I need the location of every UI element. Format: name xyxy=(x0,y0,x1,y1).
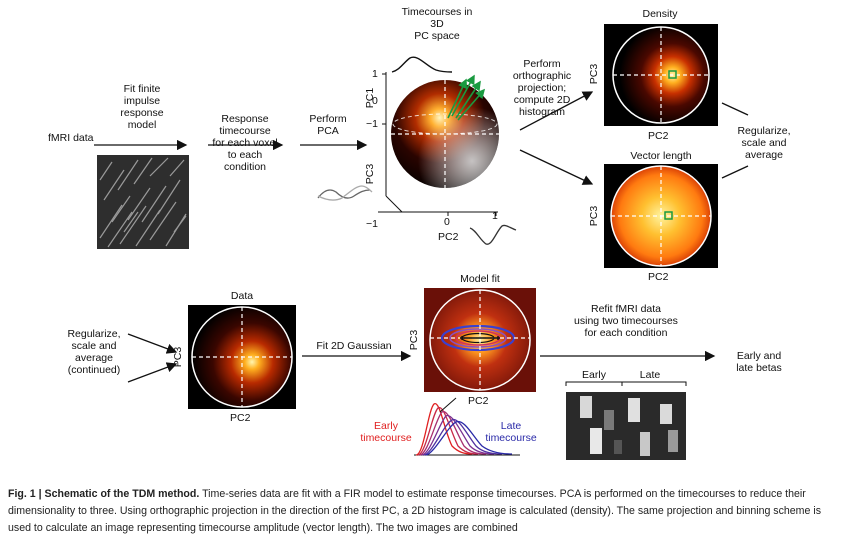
vector-length-image xyxy=(604,164,718,268)
betas-image xyxy=(566,392,686,460)
label-early: Early xyxy=(582,369,606,381)
pc1-timecourse xyxy=(391,56,453,73)
axis-vector-pc2: PC2 xyxy=(648,271,669,283)
label-data: Data xyxy=(230,290,254,302)
pc3-timecourse-b xyxy=(317,185,373,201)
axis-model-pc2: PC2 xyxy=(468,395,489,407)
label-late: Late xyxy=(639,369,661,381)
density-image xyxy=(604,24,718,126)
line-vector-regularize xyxy=(721,165,749,179)
axis-pc3-3d: PC3 xyxy=(364,163,377,185)
axis-data-pc3: PC3 xyxy=(172,346,185,368)
model-fit-image xyxy=(424,288,536,392)
axis-density-pc3: PC3 xyxy=(588,63,601,85)
label-fit-gaussian: Fit 2D Gaussian xyxy=(316,340,392,352)
pc2-timecourse xyxy=(469,224,517,245)
tick-pc2-m1: −1 xyxy=(366,218,378,230)
tick-pc1-0: 0 xyxy=(372,95,378,107)
axis-data-pc2: PC2 xyxy=(230,412,251,424)
label-refit: Refit fMRI data using two timecourses fo… xyxy=(574,303,678,339)
axis-vector-pc3: PC3 xyxy=(588,205,601,227)
timecourse-vectors xyxy=(447,74,486,121)
tick-pc1-1: 1 xyxy=(372,68,378,80)
label-vector-length: Vector length xyxy=(630,150,692,162)
arrow-regularize-2 xyxy=(127,362,178,383)
fmri-texture-image xyxy=(97,155,189,249)
label-early-late-betas: Early and late betas xyxy=(736,350,782,374)
tick-pc2-0: 0 xyxy=(444,216,450,228)
data-image xyxy=(188,305,296,409)
label-regularize-continued: Regularize, scale and average (continued… xyxy=(67,328,121,376)
label-timecourses-3d: Timecourses in 3D PC space xyxy=(401,6,473,42)
caption-lead: Fig. 1 | Schematic of the TDM method. xyxy=(8,488,200,500)
line-density-regularize xyxy=(721,102,749,116)
arrow-to-density xyxy=(519,91,594,131)
label-ortho-projection: Perform orthographic projection; compute… xyxy=(512,58,572,118)
axis-pc2-3d: PC2 xyxy=(438,231,459,243)
arrow-to-vector xyxy=(519,149,594,185)
axis-model-pc3: PC3 xyxy=(408,329,421,351)
tick-pc1-m1: −1 xyxy=(366,118,378,130)
caption-text: Time-series data are fit with a FIR mode… xyxy=(8,488,821,534)
label-regularize: Regularize, scale and average xyxy=(737,125,791,161)
label-response-timecourse: Response timecourse for each voxel to ea… xyxy=(212,113,278,173)
label-fit-fir: Fit finite impulse response model xyxy=(120,83,164,131)
pc-space-3d xyxy=(317,56,517,245)
label-fmri-data: fMRI data xyxy=(48,132,94,144)
label-model-fit: Model fit xyxy=(460,273,500,285)
label-density: Density xyxy=(642,8,678,20)
axis-density-pc2: PC2 xyxy=(648,130,669,142)
timecourse-family xyxy=(414,397,520,456)
label-perform-pca: Perform PCA xyxy=(309,113,347,137)
tick-pc2-1: 1 xyxy=(492,210,498,222)
tdm-schematic xyxy=(94,24,749,460)
figure-caption: Fig. 1 | Schematic of the TDM method. Ti… xyxy=(8,486,843,537)
betas-bracket xyxy=(565,381,687,386)
label-early-timecourse: Early timecourse xyxy=(360,420,412,444)
label-late-timecourse: Late timecourse xyxy=(485,420,537,444)
pc3-timecourse-a xyxy=(317,189,371,199)
arrow-regularize-1 xyxy=(127,333,178,354)
